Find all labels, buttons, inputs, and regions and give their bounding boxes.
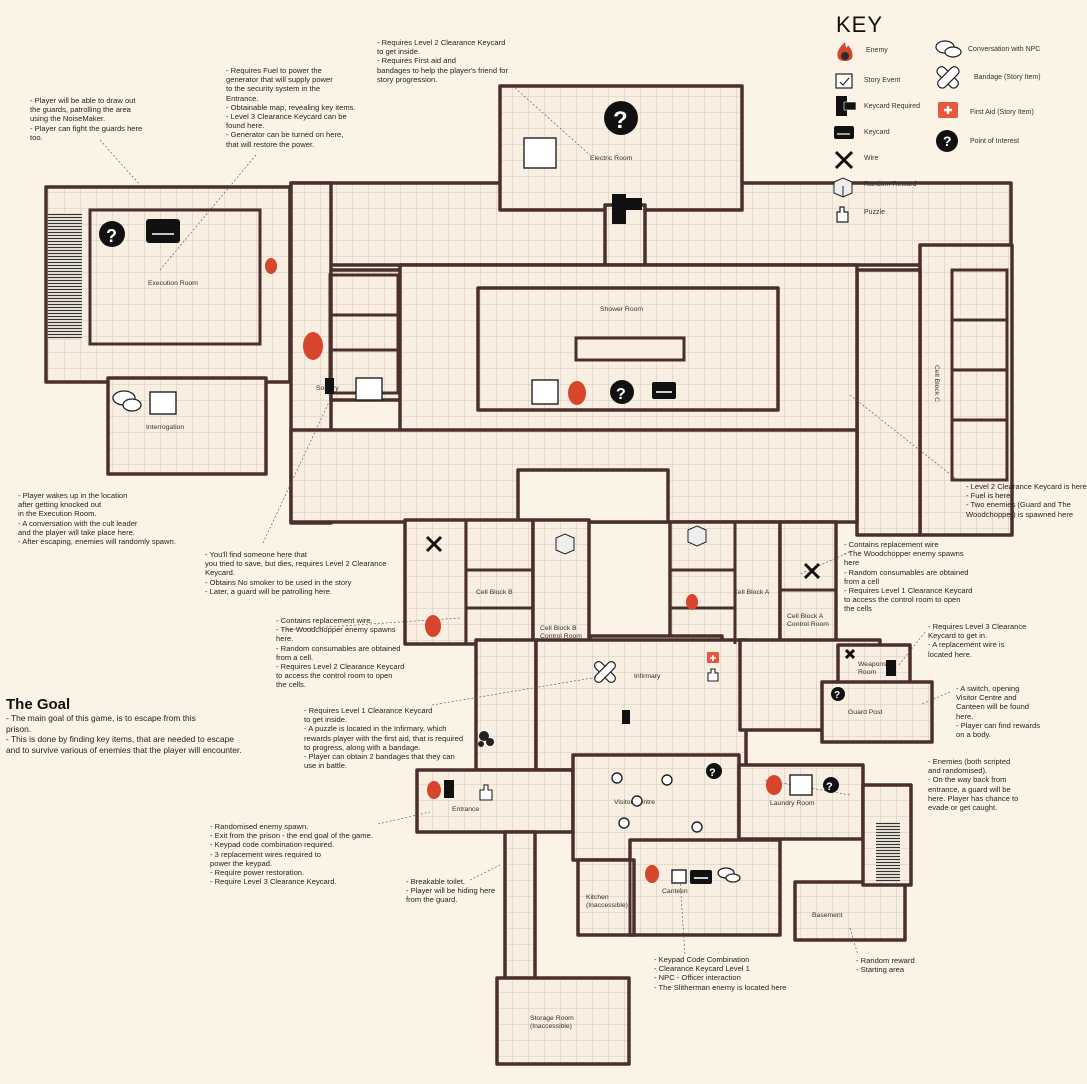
label-showers: Shower Room [600, 306, 643, 313]
key-label-enemy: Enemy [866, 47, 888, 54]
key-label-puzzle: Puzzle [864, 209, 886, 216]
room-labels: Execution Room Electric Room Interrogati… [146, 155, 940, 1030]
label-interrogation: Interrogation [146, 424, 184, 431]
label-entrance: Entrance [452, 806, 479, 813]
note-canteen: - Keypad Code Combination - Clearance Ke… [654, 955, 787, 992]
cell-block-a-control [778, 520, 838, 646]
label-execution-room: Execution Room [148, 280, 198, 287]
note-cell-block-a: - Contains replacement wire - The Woodch… [844, 540, 973, 614]
canteen [628, 838, 782, 937]
label-laundry-room: Laundry Room [770, 800, 815, 807]
interrogation-room [106, 376, 268, 476]
note-interrogation: - Player wakes up in the location after … [18, 491, 176, 547]
cell-block-b [403, 518, 535, 646]
key-label-random-reward: Random Reward [864, 181, 917, 188]
entrance-room [415, 768, 575, 834]
note-guard-post: - A switch, opening Visitor Centre and C… [956, 684, 1040, 740]
label-solitary: Solitary [316, 385, 339, 392]
storage-room [495, 976, 631, 1066]
center-void [516, 468, 670, 524]
puzzle-hand-icon [836, 206, 849, 223]
key-label-story-event: Story Event [864, 77, 901, 84]
key-label-conversation: Conversation with NPC [968, 46, 1041, 53]
key-label-poi: Point of Interest [970, 138, 1020, 145]
note-execution-room: - Requires Level 2 Clearance Keycard to … [377, 38, 509, 84]
label-kitchen: Kitchen(Inaccessible) [586, 894, 628, 909]
note-guards-area: - Player will be able to draw out the gu… [30, 96, 143, 142]
note-weapons-room: - Requires Level 3 Clearance Keycard to … [928, 622, 1027, 659]
key-label-keycard-required: Keycard Required [864, 103, 921, 110]
label-canteen: Canteen [662, 888, 688, 895]
kitchen [576, 858, 636, 937]
note-cell-block-b: - Contains replacement wire. - The Woodc… [276, 616, 405, 690]
label-cell-block-b: Cell Block B [476, 589, 513, 596]
first-aid-kit-icon [938, 102, 958, 118]
note-laundry: - Enemies (both scripted and randomised)… [928, 757, 1019, 813]
svg-text:?: ? [943, 133, 952, 149]
note-infirmary: - Requires Level 1 Clearance Keycard to … [304, 706, 464, 771]
note-basement: - Random reward - Starting area [856, 956, 915, 975]
label-guard-post: Guard Post [848, 709, 882, 716]
keycard-required-reader-icon [836, 96, 857, 116]
east-cells [855, 268, 922, 537]
note-electric-room: - Requires Fuel to power the generator t… [226, 66, 356, 149]
key-label-bandage: Bandage (Story Item) [974, 74, 1041, 81]
electric-room [498, 84, 744, 212]
label-storage-room: Storage Room(Inaccessible) [530, 1015, 574, 1030]
south-west-corridor [474, 638, 538, 772]
key-label-keycard: Keycard [864, 129, 890, 136]
label-cell-block-c: Cell Block C [933, 365, 940, 402]
goal-heading: The Goal [6, 696, 71, 713]
basement [793, 880, 907, 942]
note-entrance: - Randomised enemy spawn. - Exit from th… [210, 822, 373, 887]
cell-block-a [668, 520, 782, 646]
point-of-interest-question-icon: ? [936, 130, 958, 152]
key-label-first-aid: First Aid (Story Item) [970, 109, 1034, 116]
story-event-calendar-icon [835, 73, 853, 89]
label-infirmary: Infirmary [634, 673, 661, 680]
enemy-fire-skull-icon [837, 42, 853, 61]
solitary-block [329, 268, 403, 402]
note-visitor-centre: - Breakable toilet. - Player will be hid… [406, 877, 496, 905]
goal-text: - The main goal of this game, is to esca… [6, 713, 242, 755]
keycard-icon [834, 126, 854, 139]
label-cell-block-a: Cell Block A [733, 589, 770, 596]
label-basement: Basement [812, 912, 843, 919]
east-stairs [876, 822, 900, 882]
conversation-bubbles-icon [935, 40, 962, 58]
random-reward-box-icon [833, 177, 853, 198]
west-stairs [48, 213, 82, 340]
note-solitary: - You'll find someone here that you trie… [205, 550, 387, 596]
bandage-icon [936, 66, 960, 89]
mid-south-corridor [534, 638, 748, 772]
south-corridor [503, 830, 537, 984]
wire-crossed-icon [834, 150, 854, 170]
electric-link [603, 203, 647, 267]
key-title: KEY [836, 12, 884, 37]
note-showers: - Level 2 Clearance Keycard is here - Fu… [966, 482, 1087, 519]
label-visitor-centre: Visitor Centre [614, 799, 655, 806]
label-electric-room: Electric Room [590, 155, 633, 162]
key-label-wire: Wire [864, 155, 879, 162]
legend-icons: ? [833, 40, 962, 223]
